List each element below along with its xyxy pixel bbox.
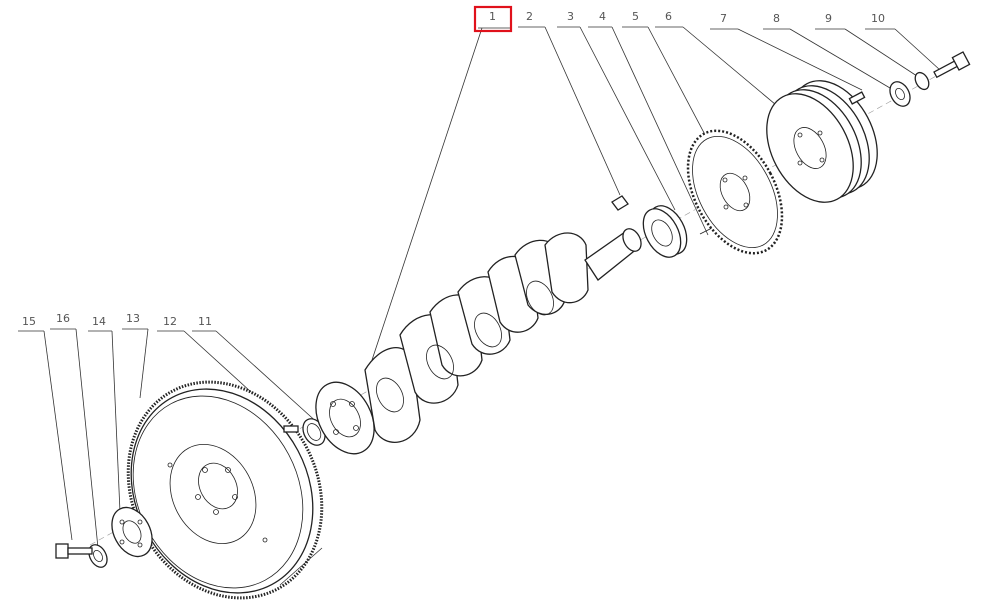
callout-number-16: 16: [56, 312, 70, 325]
callout-number-3: 3: [567, 10, 574, 23]
callout-8[interactable]: 8: [763, 12, 891, 89]
callout-11[interactable]: 11: [192, 315, 321, 426]
crankshaft: [315, 228, 642, 455]
center-bolt: [933, 51, 971, 79]
callout-number-13: 13: [126, 312, 140, 325]
callout-13[interactable]: 13: [122, 312, 149, 399]
callout-4[interactable]: 4: [588, 10, 709, 236]
callout-10[interactable]: 10: [865, 12, 941, 71]
pulley-washer: [889, 81, 911, 107]
callout-number-4: 4: [599, 10, 606, 23]
callout-2[interactable]: 2: [518, 10, 621, 196]
callout-number-2: 2: [526, 10, 533, 23]
lock-washer: [914, 71, 930, 91]
flywheel-plate: [111, 506, 153, 558]
callout-number-6: 6: [665, 10, 672, 23]
callout-number-1: 1: [489, 10, 496, 23]
callout-16[interactable]: 16: [50, 312, 99, 549]
selected-callout-highlight: [473, 5, 513, 33]
callout-number-5: 5: [632, 10, 639, 23]
pulley-bolt: [848, 91, 866, 105]
callout-number-10: 10: [871, 12, 885, 25]
callout-number-9: 9: [825, 12, 832, 25]
crank-gear: [642, 205, 688, 258]
woodruff-key: [611, 195, 629, 211]
callout-15[interactable]: 15: [18, 315, 73, 541]
callout-number-7: 7: [720, 12, 727, 25]
flywheel-ring-gear: [126, 380, 324, 600]
callout-1[interactable]: 1: [371, 5, 513, 361]
callout-9[interactable]: 9: [815, 12, 921, 79]
washer: [88, 544, 108, 568]
timing-tone-wheel: [686, 129, 784, 255]
crank-pulley: [766, 80, 878, 203]
callout-number-15: 15: [22, 315, 36, 328]
callout-number-8: 8: [773, 12, 780, 25]
flywheel-bolt: [55, 543, 93, 559]
callout-number-14: 14: [92, 315, 106, 328]
callout-14[interactable]: 14: [88, 315, 121, 513]
callout-3[interactable]: 3: [557, 10, 676, 211]
callout-number-12: 12: [163, 315, 177, 328]
callout-number-11: 11: [198, 315, 212, 328]
pin: [283, 425, 299, 433]
callout-7[interactable]: 7: [710, 12, 863, 91]
